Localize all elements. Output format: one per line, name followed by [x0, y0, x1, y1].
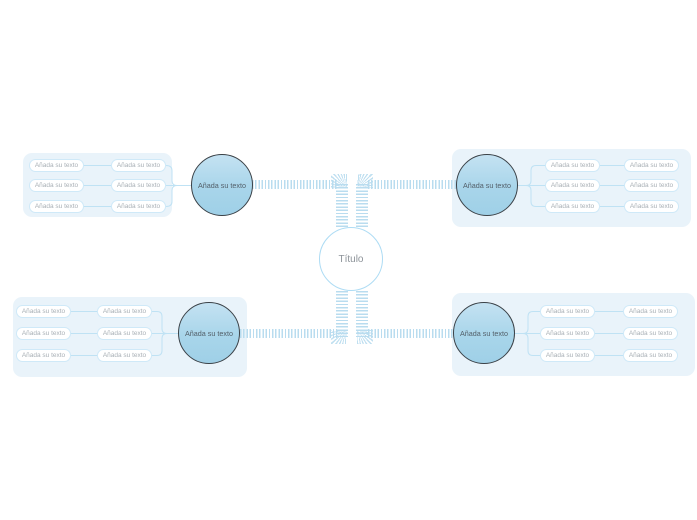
- branch-node-circle-top-right[interactable]: Añada su texto: [456, 154, 518, 216]
- child-node-pill[interactable]: Añada su texto: [545, 179, 600, 192]
- connector-fan-icon: [357, 174, 373, 188]
- subchild-node-pill[interactable]: Añada su texto: [29, 179, 84, 192]
- child-node-pill[interactable]: Añada su texto: [111, 179, 166, 192]
- connector-fan-icon: [331, 174, 347, 188]
- branch-node-circle-bottom-right[interactable]: Añada su texto: [453, 302, 515, 364]
- subchild-node-pill[interactable]: Añada su texto: [623, 305, 678, 318]
- branch-node-circle-bottom-left[interactable]: Añada su texto: [178, 302, 240, 364]
- child-node-pill[interactable]: Añada su texto: [111, 200, 166, 213]
- subchild-node-pill[interactable]: Añada su texto: [623, 349, 678, 362]
- connector-band-top-left: [252, 180, 337, 189]
- subchild-node-pill[interactable]: Añada su texto: [623, 327, 678, 340]
- child-node-pill[interactable]: Añada su texto: [540, 327, 595, 340]
- connector-band-top-right: [368, 180, 457, 189]
- connector-band-bottom-right: [368, 329, 454, 338]
- subchild-node-pill[interactable]: Añada su texto: [29, 200, 84, 213]
- child-node-pill[interactable]: Añada su texto: [97, 327, 152, 340]
- child-node-pill[interactable]: Añada su texto: [111, 159, 166, 172]
- connector-band-trunk-bottom-a: [336, 291, 348, 338]
- subchild-node-pill[interactable]: Añada su texto: [16, 305, 71, 318]
- subchild-node-pill[interactable]: Añada su texto: [16, 349, 71, 362]
- child-node-pill[interactable]: Añada su texto: [97, 305, 152, 318]
- connector-band-trunk-bottom-b: [356, 291, 368, 338]
- connector-band-trunk-top-b: [356, 184, 368, 228]
- subchild-node-pill[interactable]: Añada su texto: [624, 200, 679, 213]
- child-node-pill[interactable]: Añada su texto: [540, 349, 595, 362]
- child-node-pill[interactable]: Añada su texto: [545, 159, 600, 172]
- branch-node-circle-top-left[interactable]: Añada su texto: [191, 154, 253, 216]
- subchild-node-pill[interactable]: Añada su texto: [624, 159, 679, 172]
- child-node-pill[interactable]: Añada su texto: [97, 349, 152, 362]
- center-node-circle[interactable]: Título: [319, 227, 383, 291]
- connector-fan-icon: [357, 330, 373, 344]
- connector-band-bottom-left: [240, 329, 337, 338]
- child-node-pill[interactable]: Añada su texto: [545, 200, 600, 213]
- connector-fan-icon: [331, 330, 347, 344]
- connector-band-trunk-top-a: [336, 184, 348, 228]
- subchild-node-pill[interactable]: Añada su texto: [29, 159, 84, 172]
- child-node-pill[interactable]: Añada su texto: [540, 305, 595, 318]
- subchild-node-pill[interactable]: Añada su texto: [624, 179, 679, 192]
- subchild-node-pill[interactable]: Añada su texto: [16, 327, 71, 340]
